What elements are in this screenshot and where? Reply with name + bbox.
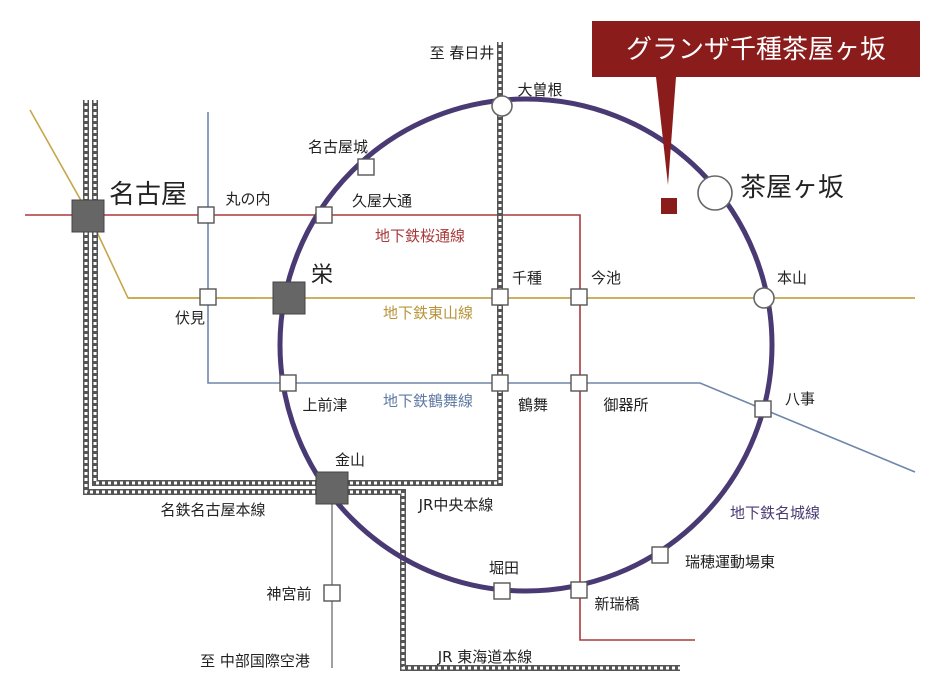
station-square-icon	[651, 546, 669, 564]
sakuradori-line	[25, 214, 695, 641]
station-square-icon	[493, 582, 511, 600]
tsurumai-line	[207, 112, 916, 473]
station-label-kanayama: 金山	[335, 451, 365, 469]
station-square-icon	[199, 288, 217, 306]
station-label-chayagasaka: 茶屋ヶ坂	[740, 173, 844, 203]
callout-title: グランザ千種茶屋ヶ坂	[626, 35, 886, 65]
station-label-fushimi: 伏見	[175, 309, 205, 327]
line-label-meijo: 地下鉄名城線	[730, 504, 820, 522]
station-label-horita: 堀田	[489, 559, 519, 577]
station-circle-icon	[491, 95, 513, 117]
major-station-square-icon	[272, 281, 306, 315]
major-station-square-icon	[315, 471, 349, 505]
station-label-nagoyajo: 名古屋城	[308, 138, 368, 156]
station-square-icon	[357, 158, 375, 176]
meijo-loop-line	[277, 96, 775, 594]
direction-kasugai: 至 春日井	[430, 44, 495, 62]
line-label-sakuradori: 地下鉄桜通線	[375, 227, 465, 245]
station-square-icon	[491, 374, 509, 392]
property-callout: グランザ千種茶屋ヶ坂	[592, 21, 920, 185]
station-square-icon	[570, 288, 588, 306]
line-label-higashiyama: 地下鉄東山線	[383, 304, 473, 322]
line-label-meitetsu: 名鉄名古屋本線	[160, 501, 265, 519]
station-label-nagoya: 名古屋	[109, 180, 187, 210]
station-square-icon	[491, 288, 509, 306]
station-circle-icon	[753, 287, 775, 309]
station-label-hisaya: 久屋大通	[352, 192, 412, 210]
station-label-kamimaezu: 上前津	[302, 396, 347, 414]
station-label-yagoto: 八事	[785, 390, 815, 408]
station-circle-icon	[697, 175, 733, 211]
line-label-jr-chuo: JR中央本線	[418, 496, 494, 514]
station-label-ozone: 大曽根	[517, 81, 562, 99]
station-label-gokiso: 御器所	[603, 396, 648, 414]
direction-airport: 至 中部国際空港	[200, 652, 310, 670]
station-label-marunouchi: 丸の内	[225, 190, 270, 208]
line-label-tsurumai: 地下鉄鶴舞線	[383, 392, 473, 410]
station-label-motoyama: 本山	[777, 269, 807, 287]
station-label-jingumae: 神宮前	[266, 585, 311, 603]
station-label-mizuho: 瑞穂運動場東	[685, 553, 775, 571]
station-label-aratamabashi: 新瑞橋	[594, 595, 639, 613]
station-label-sakae: 栄	[311, 263, 333, 288]
station-label-imaike: 今池	[591, 269, 621, 287]
station-label-tsurumai: 鶴舞	[518, 396, 548, 414]
station-square-icon	[197, 206, 215, 224]
line-label-jr-tokaido: JR 東海道本線	[437, 648, 533, 666]
property-marker-icon	[661, 198, 677, 214]
station-square-icon	[754, 400, 772, 418]
jr-tracks	[83, 42, 680, 671]
station-label-chikusa: 千種	[512, 269, 542, 287]
station-square-icon	[315, 206, 333, 224]
station-square-icon	[279, 374, 297, 392]
station-square-icon	[570, 374, 588, 392]
major-station-square-icon	[71, 199, 105, 233]
station-square-icon	[323, 584, 341, 602]
station-square-icon	[570, 581, 588, 599]
